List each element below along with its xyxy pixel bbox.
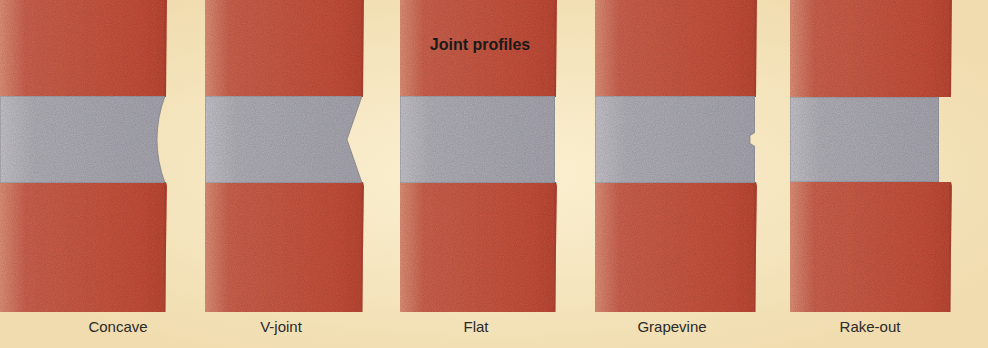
profile-label: Concave bbox=[88, 318, 147, 335]
brick-edge bbox=[165, 0, 166, 96]
mortar-joint bbox=[595, 96, 755, 183]
brick-bottom bbox=[790, 182, 952, 312]
brick-edge bbox=[950, 0, 951, 96]
profile-label: Grapevine bbox=[637, 318, 706, 335]
mortar-joint bbox=[400, 96, 555, 183]
brick-bottom bbox=[0, 182, 167, 312]
profile-label: Rake-out bbox=[840, 318, 901, 335]
brick-edge bbox=[755, 183, 756, 312]
profile-label: V-joint bbox=[260, 318, 302, 335]
mortar-joint bbox=[0, 96, 165, 183]
brick-top bbox=[595, 0, 757, 97]
brick-edge bbox=[555, 0, 556, 96]
brick-top bbox=[205, 0, 364, 97]
profile-label: Flat bbox=[463, 318, 488, 335]
brick-edge bbox=[362, 0, 363, 96]
diagram-title: Joint profiles bbox=[430, 36, 530, 54]
brick-edge bbox=[362, 183, 363, 312]
brick-bottom bbox=[400, 182, 557, 312]
brick-edge bbox=[165, 183, 166, 312]
brick-bottom bbox=[595, 182, 757, 312]
brick-top bbox=[400, 0, 557, 97]
brick-top bbox=[790, 0, 952, 97]
brick-edge bbox=[555, 183, 556, 312]
brick-edge bbox=[755, 0, 756, 96]
mortar-joint bbox=[790, 97, 939, 182]
mortar-joint bbox=[205, 96, 362, 183]
brick-top bbox=[0, 0, 167, 97]
brick-bottom bbox=[205, 182, 364, 312]
brick-edge bbox=[950, 183, 951, 312]
